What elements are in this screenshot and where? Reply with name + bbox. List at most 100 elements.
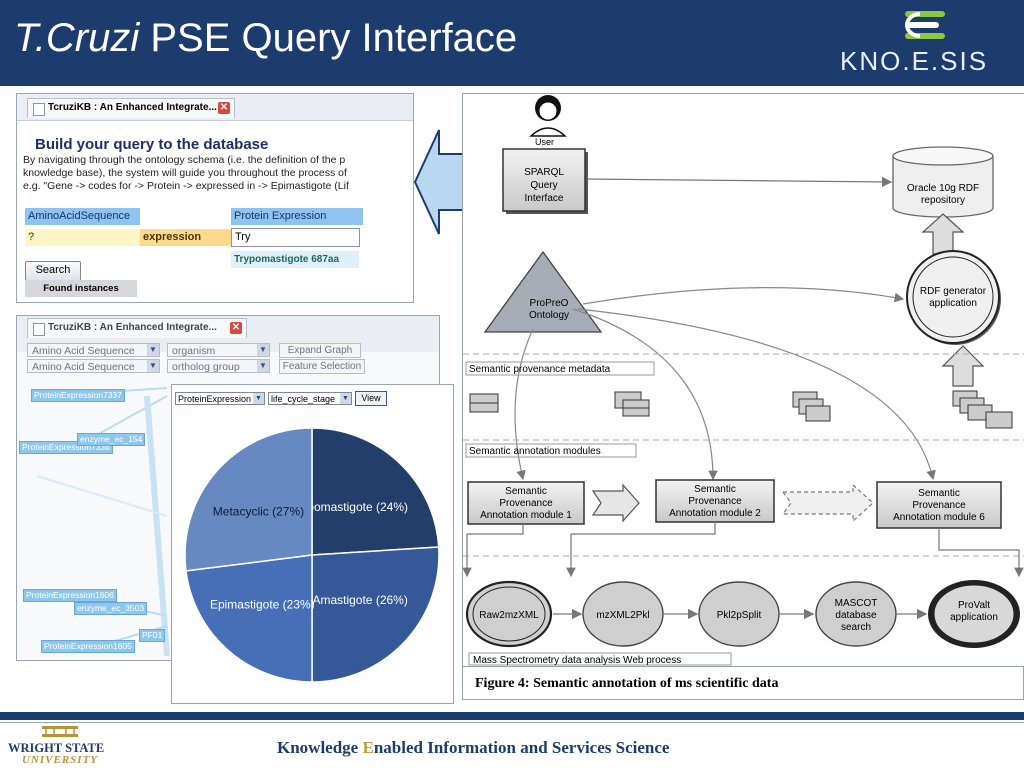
process-label: search <box>841 622 871 633</box>
wright-state-logo: WRIGHT STATE UNIVERSITY <box>8 724 108 766</box>
dashed-chevron-arrow-icon <box>781 483 874 523</box>
section-label-metadata: Semantic provenance metadata <box>469 364 611 375</box>
chevron-down-icon: ▼ <box>257 344 269 356</box>
select-value: ortholog group <box>172 361 240 373</box>
user-label: User <box>535 137 554 147</box>
process-label: Raw2mzXML <box>479 610 539 621</box>
knoesis-wordmark: KNO.E.SIS <box>840 46 988 77</box>
class-select[interactable]: Amino Acid Sequence▼ <box>27 343 160 357</box>
slide-header: T.Cruzi PSE Query Interface KNO.E.SIS <box>0 0 1024 86</box>
title-rest: PSE Query Interface <box>139 16 518 60</box>
tab-title: TcruziKB : An Enhanced Integrate... <box>48 322 217 333</box>
browser-tab[interactable]: TcruziKB : An Enhanced Integrate... ✕ <box>27 318 247 338</box>
left-arrow-icon <box>413 129 463 235</box>
university-sub: UNIVERSITY <box>22 754 99 766</box>
chevron-down-icon: ▼ <box>340 393 351 404</box>
document-stack-icon <box>952 390 1013 429</box>
browser-tabbar: TcruziKB : An Enhanced Integrate... ✕ <box>17 316 439 339</box>
slide-title: T.Cruzi PSE Query Interface <box>14 16 517 61</box>
process-label: mzXML2Pkl <box>596 610 649 621</box>
module-label: Annotation module 1 <box>480 510 572 521</box>
chevron-down-icon: ▼ <box>253 393 264 404</box>
document-stack-icon <box>469 393 499 413</box>
pie-slice-trypomastigote[interactable] <box>311 427 440 556</box>
query-builder-screenshot: TcruziKB : An Enhanced Integrate... ✕ Bu… <box>16 93 414 303</box>
figure-caption: Figure 4: Semantic annotation of ms scie… <box>475 676 779 691</box>
wordmark-part-b: .SIS <box>930 46 989 76</box>
attribute-select[interactable]: life_cycle_stage ▼ <box>268 392 352 405</box>
amino-acid-header[interactable]: AminoAcidSequence <box>25 208 140 225</box>
pie-chart-panel: ProteinExpression▼ life_cycle_stage ▼ Vie… <box>171 384 454 704</box>
feature-selection-button[interactable]: Feature Selection <box>279 359 365 374</box>
autocomplete-suggestion[interactable]: Trypomastigote 687aa <box>231 251 359 268</box>
graph-node[interactable]: ProteinExpression7337 <box>31 389 125 402</box>
module-label: Semantic <box>918 488 960 499</box>
browser-tab[interactable]: TcruziKB : An Enhanced Integrate... ✕ <box>27 98 235 118</box>
section-label-ms: Mass Spectrometry data analysis Web proc… <box>473 655 681 666</box>
module-label: Provenance <box>688 496 742 507</box>
process-label: ProValt <box>958 600 990 611</box>
graph-node[interactable]: enzyme_ec_3503 <box>74 602 148 615</box>
process-label: Pkl2pSplit <box>717 610 762 621</box>
module-label: Annotation module 2 <box>669 508 761 519</box>
relation-label: expression <box>140 229 231 246</box>
page-icon <box>33 323 45 336</box>
query-heading: Build your query to the database <box>35 136 269 153</box>
annotation-module-1 <box>467 481 585 525</box>
wright-flyer-icon <box>42 726 78 737</box>
process-label: MASCOT <box>835 598 878 609</box>
view-button[interactable]: View <box>355 391 387 406</box>
university-name: WRIGHT STATE <box>8 741 105 755</box>
browser-tabbar: TcruziKB : An Enhanced Integrate... ✕ <box>17 94 413 121</box>
process-raw2mzxml <box>465 580 553 648</box>
select-value: Amino Acid Sequence <box>32 361 135 373</box>
found-instances-label: Found instances <box>25 280 137 297</box>
amino-acid-value: ? <box>25 229 140 246</box>
architecture-diagram: User SPARQL Query Interface Oracle 10g R… <box>462 93 1024 667</box>
pie-slice-label: Trypomastigote (24%) <box>290 500 408 514</box>
expand-graph-button[interactable]: Expand Graph <box>279 343 361 358</box>
pie-slice-amastigote[interactable] <box>311 546 440 683</box>
wordmark-part-e: E <box>911 46 931 76</box>
chevron-down-icon: ▼ <box>147 344 159 356</box>
protein-expression-input[interactable]: Try <box>231 228 360 247</box>
graph-edges <box>36 387 170 657</box>
oracle-rdf-repository <box>892 146 994 218</box>
sparql-label: SPARQL <box>524 167 564 178</box>
page-icon <box>33 103 45 116</box>
tagline-part: Knowledge <box>277 738 363 757</box>
graph-node[interactable]: ProteinExpression1605 <box>41 640 135 653</box>
class-select[interactable]: Amino Acid Sequence▼ <box>27 359 160 373</box>
knoesis-e-mark-icon <box>905 11 945 39</box>
process-label: database <box>835 610 877 621</box>
class-select[interactable]: ProteinExpression▼ <box>175 392 265 405</box>
annotation-module-6 <box>876 481 1002 529</box>
search-button[interactable]: Search <box>25 261 81 281</box>
close-tab-icon[interactable]: ✕ <box>230 322 242 334</box>
chevron-down-icon: ▼ <box>257 360 269 372</box>
pie-slice-metacyclic[interactable] <box>184 427 313 572</box>
property-select[interactable]: ortholog group ▼ <box>167 359 270 373</box>
figure-caption-box: Figure 4: Semantic annotation of ms scie… <box>462 666 1024 700</box>
sparql-interface-box <box>502 148 586 212</box>
rdf-generator-application <box>906 250 1001 345</box>
select-value: life_cycle_stage <box>271 394 336 404</box>
module-label: Provenance <box>912 500 966 511</box>
rdf-gen-label: application <box>929 298 977 309</box>
tagline-part: nabled Information and Services Science <box>373 738 670 757</box>
module-label: Semantic <box>694 484 736 495</box>
document-stack-icon <box>792 391 831 422</box>
property-select[interactable]: organism▼ <box>167 343 270 357</box>
close-tab-icon[interactable]: ✕ <box>218 102 230 114</box>
module-label: Semantic <box>505 486 547 497</box>
footer-bar <box>0 712 1024 720</box>
ontology-label: Ontology <box>529 310 569 321</box>
description-line: e.g. "Gene -> codes for -> Protein -> ex… <box>23 180 349 192</box>
graph-node[interactable]: ProteinExpression1606 <box>23 589 117 602</box>
graph-node[interactable]: enzyme_ec_154 <box>77 433 146 446</box>
graph-node[interactable]: PF01 <box>139 629 166 642</box>
pie-slice-epimastigote[interactable] <box>185 554 313 683</box>
protein-expression-header[interactable]: Protein Expression <box>231 208 363 225</box>
wordmark-part-a: KNO. <box>840 46 912 76</box>
process-mzxml2pkl <box>582 581 664 647</box>
